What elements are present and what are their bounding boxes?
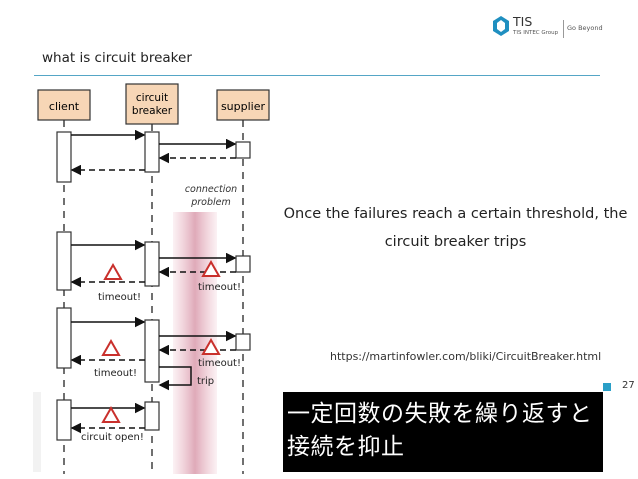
connection-problem-line2: problem [190,197,231,208]
timeout-label: timeout! [198,282,241,293]
japanese-caption: 一定回数の失敗を繰り返すと接続を抑止 [283,392,603,472]
tis-logo: TIS TIS INTEC Group Go Beyond [493,14,605,44]
connection-problem-line1: connection [185,184,237,195]
activation-breaker-4 [144,401,160,431]
activation-supplier-3 [235,333,251,351]
logo-text: TIS [513,14,533,29]
logo-group: TIS INTEC Group [513,30,559,36]
logo-tagline: Go Beyond [567,24,603,32]
activation-supplier-1 [235,141,251,159]
circuit-open-label: circuit open! [81,432,144,443]
activation-breaker-1 [144,131,160,173]
participant-supplier [216,89,270,121]
participant-client [37,89,91,121]
activation-breaker-3 [144,319,160,383]
participant-supplier-label: supplier [221,100,266,113]
title-underline [34,75,600,76]
participant-circuit-breaker [125,83,179,125]
timeout-label: timeout! [94,368,137,379]
warning-icon [101,338,121,356]
participant-client-label: client [49,100,80,113]
trip-self-arrow [158,366,192,391]
source-link[interactable]: https://martinfowler.com/bliki/CircuitBr… [330,350,602,363]
warning-icon [201,259,221,277]
activation-breaker-2 [144,241,160,287]
activation-client-4 [56,399,72,441]
warning-icon [101,405,121,423]
trip-label: trip [197,376,214,387]
timeout-label: timeout! [198,358,241,369]
activation-client-2 [56,231,72,291]
page-number: 27 [622,380,635,391]
timeout-label: timeout! [98,292,141,303]
quote-text: Once the failures reach a certain thresh… [283,206,628,250]
participant-breaker-label-line2: breaker [132,105,173,117]
activation-client-3 [56,307,72,369]
activation-client-1 [56,131,72,183]
participant-breaker-label-line1: circuit [136,92,168,104]
left-panel-strip [33,392,41,472]
slide-title: what is circuit breaker [42,50,192,66]
page-marker [603,383,611,391]
logo-divider [563,20,564,38]
warning-icon [201,337,221,355]
warning-icon [103,262,123,280]
tis-logo-mark-icon [493,16,509,36]
sequence-diagram: client circuit breaker supplier connecti… [37,83,270,474]
activation-supplier-2 [235,255,251,273]
